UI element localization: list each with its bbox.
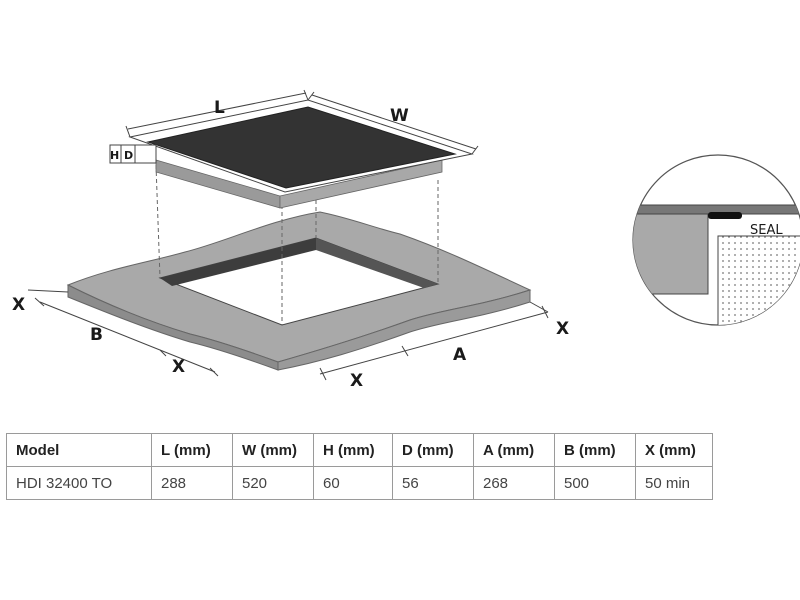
table-row: HDI 32400 TO 288 520 60 56 268 500 50 mi…: [6, 466, 713, 500]
countertop: [66, 211, 532, 371]
label-b: B: [90, 325, 103, 345]
dimension-h-d: [109, 144, 157, 164]
label-d: D: [124, 149, 133, 162]
label-seal: SEAL: [750, 223, 783, 238]
label-l: L: [214, 98, 225, 118]
cell-model: HDI 32400 TO: [6, 466, 152, 500]
header-d: D (mm): [392, 433, 474, 467]
dimension-right: [319, 301, 549, 381]
specs-table: Model L (mm) W (mm) H (mm) D (mm) A (mm)…: [6, 433, 713, 500]
header-model: Model: [6, 433, 152, 467]
dimension-l: [125, 89, 309, 138]
cutout-inner-back-right: [316, 238, 438, 288]
cell-d: 56: [392, 466, 474, 500]
dimension-w: [307, 91, 479, 155]
label-x-front: X: [172, 357, 185, 377]
label-a: A: [453, 345, 467, 365]
label-x-right: X: [556, 319, 569, 339]
installation-diagram: L W H D X B X X A X: [12, 89, 800, 391]
cell-h: 60: [313, 466, 393, 500]
cell-w: 520: [232, 466, 314, 500]
hob: [128, 99, 474, 209]
header-x: X (mm): [635, 433, 713, 467]
table-header-row: Model L (mm) W (mm) H (mm) D (mm) A (mm)…: [6, 433, 713, 467]
hob-side-right: [279, 159, 443, 209]
header-l: L (mm): [151, 433, 233, 467]
label-w: W: [390, 106, 409, 126]
cutout-inner-back-left: [160, 238, 316, 286]
seal-strip: [708, 212, 742, 219]
header-a: A (mm): [473, 433, 555, 467]
cell-b: 500: [554, 466, 636, 500]
cell-a: 268: [473, 466, 555, 500]
projection-lines: [155, 164, 439, 325]
label-x-bottom: X: [350, 371, 363, 391]
header-h: H (mm): [313, 433, 393, 467]
dimension-left: [27, 289, 219, 377]
seal-detail: SEAL: [632, 154, 800, 326]
cell-x: 50 min: [635, 466, 713, 500]
label-x-left: X: [12, 295, 25, 315]
label-h: H: [110, 149, 119, 162]
hob-glass-top: [146, 106, 457, 189]
header-w: W (mm): [232, 433, 314, 467]
cell-l: 288: [151, 466, 233, 500]
header-b: B (mm): [554, 433, 636, 467]
